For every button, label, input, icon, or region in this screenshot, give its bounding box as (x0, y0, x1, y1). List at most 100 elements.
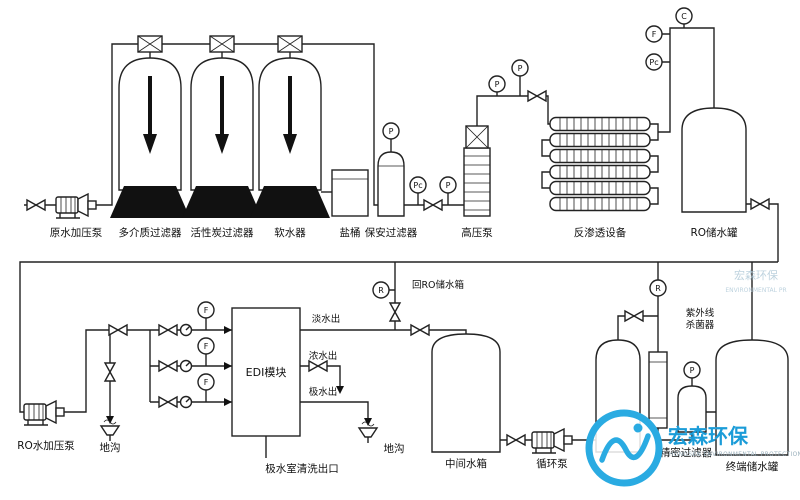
ro-tank-outlet-valve (750, 198, 770, 210)
high-pressure-pump (463, 125, 491, 217)
watermark: 宏森环保 ENVIRONMENTAL PR 宏森环保 HONGSEN ENVIR… (585, 268, 800, 487)
ro-membrane-4 (549, 164, 651, 180)
brand-logo (585, 409, 663, 487)
edi-branch-3: F (158, 373, 232, 409)
security-filter: P (377, 122, 405, 217)
return-valve (389, 302, 401, 322)
return-branch: R 回RO储水箱 (372, 262, 464, 330)
circ-inlet-valve (506, 434, 526, 446)
carbon-filter-label: 活性炭过滤器 (191, 226, 254, 239)
security-filter-label: 保安过滤器 (365, 226, 418, 239)
hp-p1-gauge: P (495, 80, 500, 89)
mid-tank-label: 中间水箱 (445, 457, 487, 470)
circulation-pump (531, 428, 573, 454)
pipe-hp-discharge (476, 95, 550, 126)
top-pc-gauge: Pc (649, 58, 658, 67)
hp-discharge-valve (527, 90, 547, 102)
drain-left-label: 地沟 (100, 441, 121, 454)
precision-filter: P (657, 361, 716, 441)
relief-valve (104, 362, 116, 382)
edi-module (231, 307, 301, 437)
pipe-fresh-out (300, 329, 467, 336)
top-section: 原水加压泵 多介质过滤器 活性炭过滤器 软水器 盐桶 P 保安过滤器 Pc (24, 7, 779, 262)
permeate-instruments: F C Pc (645, 7, 693, 71)
ro-membrane-1 (549, 116, 651, 132)
return-ro-label: 回RO储水箱 (412, 279, 464, 291)
edi-f1-gauge: F (204, 306, 209, 315)
brand-name: 宏森环保 (668, 424, 749, 448)
multiport-valve-2 (209, 35, 235, 53)
uv-sterilizer: R (648, 262, 668, 429)
ro-membrane-3 (549, 148, 651, 164)
inlet-pc-gauge: Pc (413, 181, 422, 190)
brand-logo-dot (633, 423, 643, 433)
intermediate-tank (431, 333, 501, 453)
carbon-filter-vessel (180, 56, 264, 220)
raw-water-pump (55, 193, 97, 219)
pipe-return-header (19, 261, 778, 413)
ro-storage-tank (681, 107, 747, 213)
ro-pump-label: RO水加压泵 (17, 440, 75, 452)
bottom-section: 地沟 RO水加压泵 F F F (17, 261, 789, 475)
circ-pump-label: 循环泵 (536, 457, 568, 470)
fresh-out-label: 淡水出 (312, 313, 341, 325)
branch3-valve (158, 396, 178, 408)
inlet-p-gauge: P (446, 181, 451, 190)
faint-watermark-en: ENVIRONMENTAL PR (725, 287, 786, 294)
fresh-valve (410, 324, 430, 336)
feed-valve (26, 199, 46, 211)
pipe-ro-tank-outlet (746, 203, 779, 262)
top-f-gauge: F (652, 30, 657, 39)
security-p-gauge: P (389, 127, 394, 136)
conc-out-label: 浓水出 (309, 350, 338, 362)
branch3-dial (179, 395, 193, 409)
branch1-dial (179, 323, 193, 337)
drain-mid-label: 地沟 (384, 442, 405, 455)
ro-booster-pump (23, 400, 65, 426)
pipe-polish-top (617, 315, 658, 340)
faint-watermark-cn: 宏森环保 (734, 268, 778, 282)
precision-p-gauge: P (690, 366, 695, 375)
ro-unit-label: 反渗透设备 (574, 226, 627, 239)
edi-branch-2: F (158, 337, 232, 373)
branch2-dial (179, 359, 193, 373)
hp-inlet-instruments: Pc P (409, 176, 457, 211)
ro-membrane-5 (549, 180, 651, 196)
hp-p2-gauge: P (518, 64, 523, 73)
edi-branch-1: F (158, 301, 232, 337)
hp-inlet-valve (423, 199, 443, 211)
return-r-gauge: R (378, 286, 384, 295)
edi-module-label: EDI模块 (246, 366, 287, 379)
pipe-permeate (658, 27, 715, 133)
uv-r-gauge: R (655, 284, 661, 293)
precision-filter-label: 精密过滤器 (660, 446, 713, 459)
edi-f3-gauge: F (204, 378, 209, 387)
uv-label-1: 紫外线 (686, 307, 715, 319)
polar-clean-label: 极水室清洗出口 (265, 462, 339, 475)
hp-pump-label: 高压泵 (461, 226, 493, 239)
salt-barrel-label: 盐桶 (340, 226, 361, 239)
softener-vessel (248, 56, 332, 220)
pipe-conc-out (300, 365, 341, 386)
ro-tank-label: RO储水罐 (690, 226, 738, 239)
ro-membrane-2 (549, 132, 651, 148)
ro-membrane-6 (549, 196, 651, 212)
conc-valve (308, 360, 328, 372)
top-c-gauge: C (681, 12, 687, 21)
salt-barrel (331, 169, 369, 217)
brand-logo-wave (599, 433, 651, 463)
terminal-tank (715, 339, 789, 456)
ro-unit (541, 116, 659, 212)
branch1-valve (158, 324, 178, 336)
uv-label-2: 杀菌器 (686, 319, 715, 331)
multimedia-filter-vessel (108, 56, 192, 220)
edi-f2-gauge: F (204, 342, 209, 351)
raw-pump-label: 原水加压泵 (50, 227, 103, 239)
branch2-valve (158, 360, 178, 372)
brand-subtitle: HONGSEN ENVIRONMENTAL PROTECTION (669, 452, 800, 458)
multiport-valve-1 (137, 35, 163, 53)
softener-label: 软水器 (274, 226, 306, 239)
multimedia-filter-label: 多介质过滤器 (119, 226, 182, 239)
